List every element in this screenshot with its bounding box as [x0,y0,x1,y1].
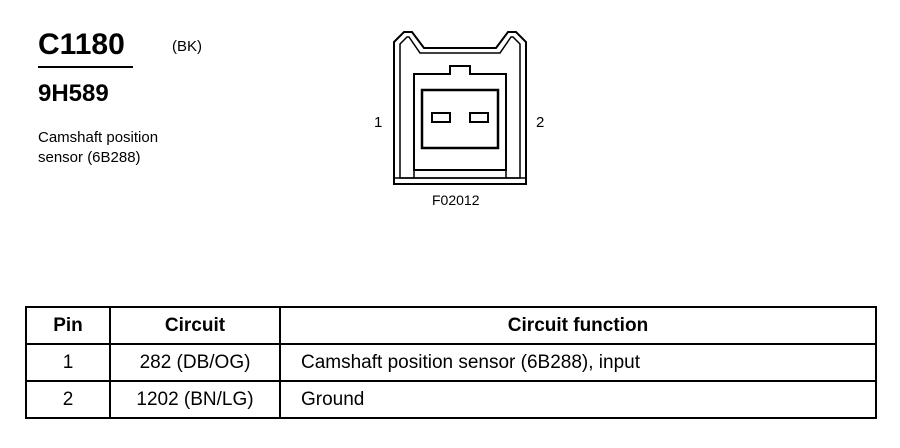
connector-color: (BK) [172,38,202,55]
description-line-1: Camshaft position [38,129,159,146]
cell-circuit: 1202 (BN/LG) [109,380,281,419]
connector-housing [393,31,527,185]
table-row: 2 1202 (BN/LG) Ground [25,380,877,419]
cell-circuit-function: Ground [279,380,877,419]
table-row: 1 282 (DB/OG) Camshaft position sensor (… [25,343,877,382]
pin-label-2: 2 [536,114,545,131]
connector-id: C1180 [38,28,125,61]
figure-code: F02012 [432,192,480,208]
pin-2-slot [469,112,489,123]
connector-description: Camshaft position sensor (6B288) [38,128,198,168]
part-number: 9H589 [38,80,109,107]
pin-1-slot [431,112,451,123]
header-circuit-function: Circuit function [279,306,877,345]
header-circuit: Circuit [109,306,281,345]
connector-housing-inner [399,36,521,179]
table-header-row: Pin Circuit Circuit function [25,306,877,345]
header-pin: Pin [25,306,111,345]
cell-pin: 1 [25,343,111,382]
terminal-cavity [420,88,500,150]
cell-circuit: 282 (DB/OG) [109,343,281,382]
pin-label-1: 1 [374,114,383,131]
cell-circuit-function: Camshaft position sensor (6B288), input [279,343,877,382]
terminal-body [413,65,507,171]
cell-pin: 2 [25,380,111,419]
connector-face-diagram [393,31,527,185]
pin-table: Pin Circuit Circuit function 1 282 (DB/O… [25,306,877,419]
connector-id-underline [38,66,133,68]
description-line-2: sensor (6B288) [38,149,141,166]
